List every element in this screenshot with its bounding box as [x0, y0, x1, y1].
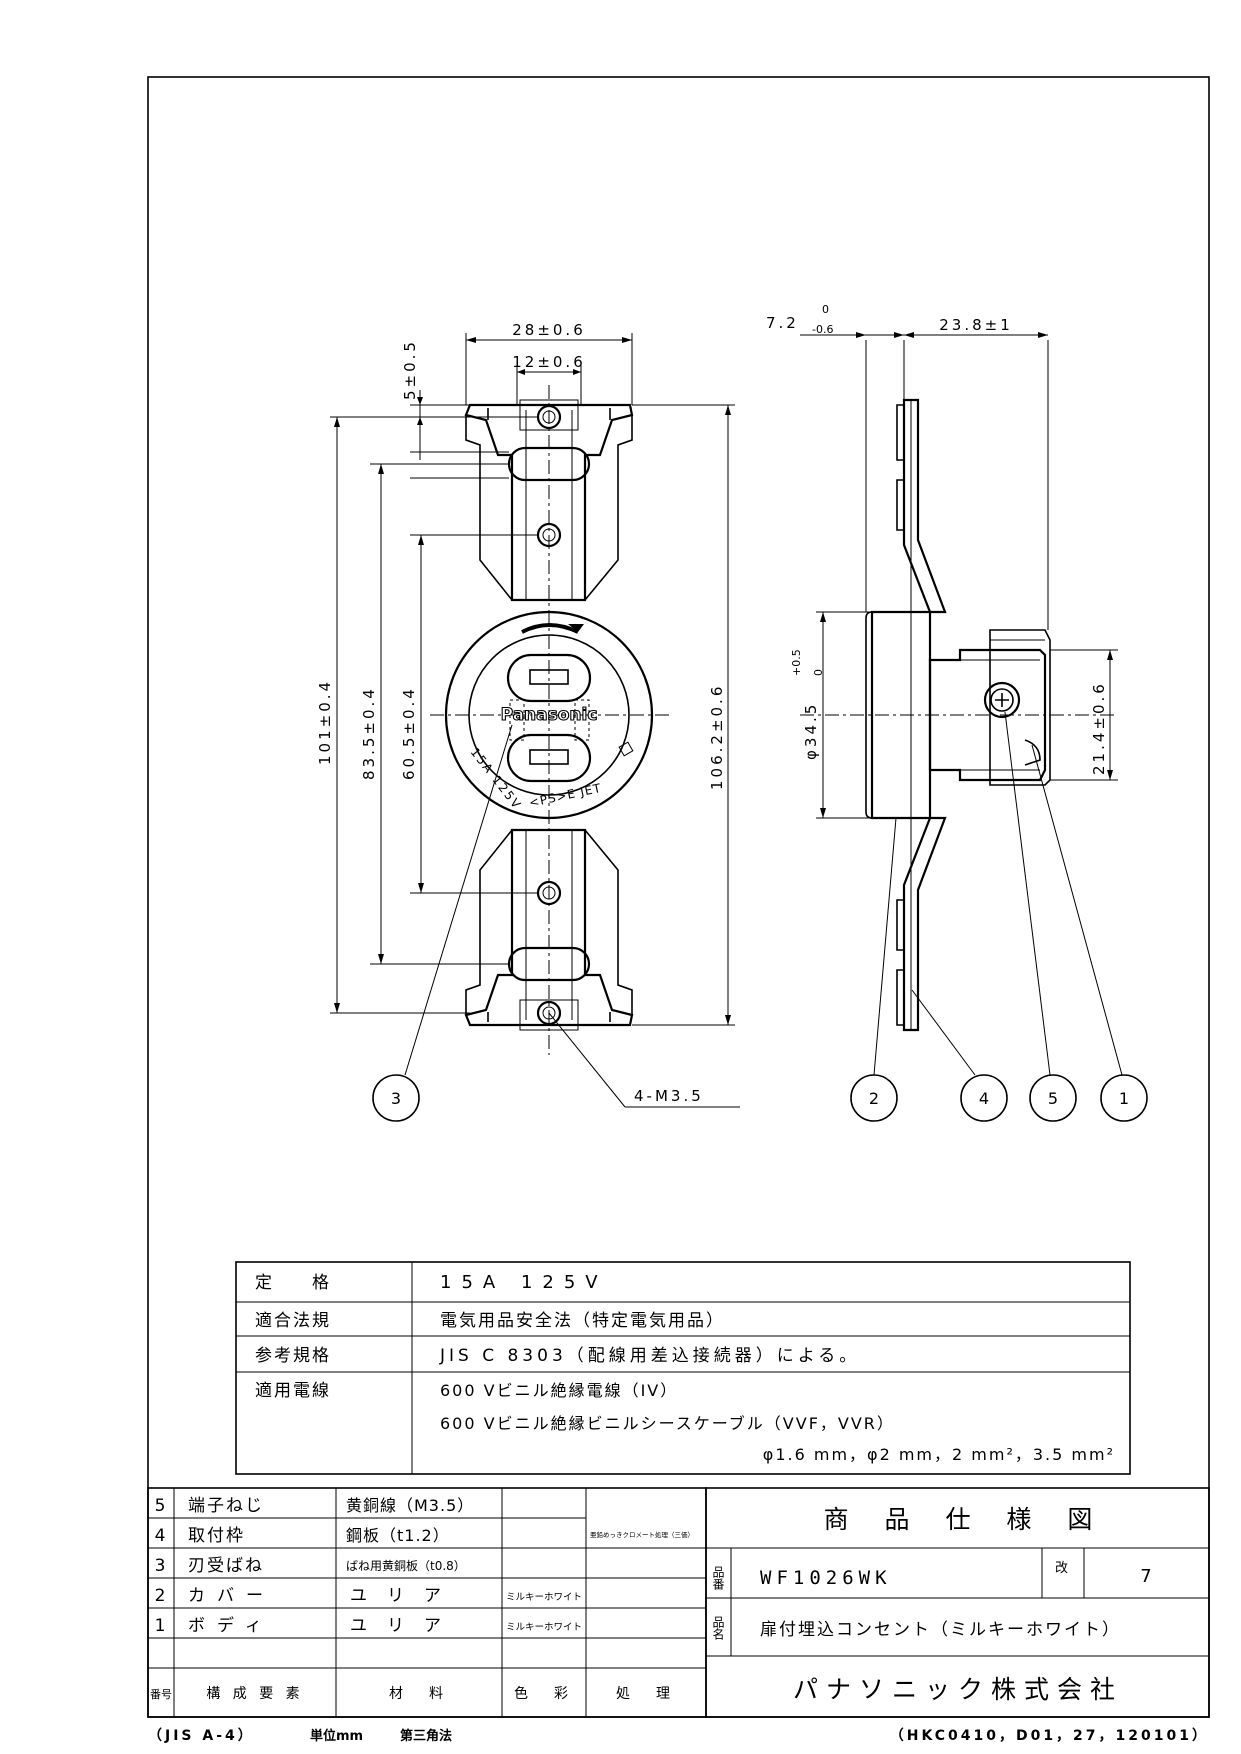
side-view: [800, 398, 1115, 1032]
dim-front-overall-height: 106.2±0.6: [708, 684, 726, 790]
footer-paper: （JIS A-4）: [148, 1728, 255, 1744]
spec-value-law: 電気用品安全法（特定電気用品）: [440, 1311, 725, 1331]
front-dimensions: 28±0.6 12±0.6 5±0.5 101±0.4 83.5±0.4: [316, 321, 740, 1108]
callout-3-circle: [372, 1074, 420, 1122]
dim-side-terminal-height: 21.4±0.6: [1090, 681, 1108, 775]
part-4-component: 取付枠: [188, 1526, 245, 1546]
part-2-material: ユリア: [350, 1586, 461, 1606]
callout-4-circle: [960, 1074, 1008, 1122]
dim-side-diameter-base: φ34.5: [802, 702, 820, 760]
spec-label-standard: 参考規格: [255, 1346, 331, 1366]
footer-projection: 第三角法: [400, 1728, 452, 1744]
company-name: パナソニック株式会社: [793, 1675, 1123, 1704]
spec-table: 定 格 15A 125V 適合法規 電気用品安全法（特定電気用品） 参考規格 J…: [235, 1261, 1131, 1475]
dim-front-inner-width: 12±0.6: [512, 353, 586, 371]
part-1-color: ミルキーホワイト: [506, 1622, 582, 1633]
dim-side-diameter-upper: +0.5: [790, 649, 803, 676]
part-2-component: カバー: [188, 1586, 275, 1606]
part-2-color: ミルキーホワイト: [506, 1592, 582, 1603]
spec-value-rating: 15A 125V: [440, 1272, 608, 1293]
parts-header-material: 材 料: [389, 1686, 449, 1702]
title-text: 商 品 仕 様 図: [824, 1505, 1107, 1534]
part-5-no: 5: [155, 1496, 168, 1516]
screw-label: 4-M3.5: [634, 1087, 704, 1105]
part-2-no: 2: [155, 1586, 168, 1606]
dim-side-diameter-lower: 0: [812, 669, 825, 676]
front-view: Panasonic 15A 125V <PS>E JET: [430, 385, 670, 1055]
dim-front-top-offset: 5±0.5: [401, 339, 419, 400]
parts-header-color: 色 彩: [514, 1685, 574, 1702]
dim-front-width: 28±0.6: [512, 321, 586, 339]
callout-3: 3: [391, 1089, 401, 1108]
face-ps-mark: <PS>E JET: [528, 781, 603, 810]
part-4-finish: 亜鉛めっきクロメート処理（三価）: [590, 1530, 694, 1539]
part-5-component: 端子ねじ: [188, 1496, 264, 1516]
spec-value-wire-2: 600 Vビニル絶縁ビニルシースケーブル（VVF，VVR）: [440, 1414, 895, 1433]
callout-4: 4: [979, 1089, 989, 1108]
part-no-label: 品番: [711, 1566, 725, 1591]
spec-label-wire: 適用電線: [255, 1381, 331, 1401]
part-1-component: ボディ: [188, 1615, 274, 1636]
spec-label-law: 適合法規: [255, 1311, 331, 1331]
part-3-component: 刃受ばね: [188, 1556, 264, 1576]
spec-label-rating: 定 格: [255, 1273, 331, 1293]
spec-value-wire-3: φ1.6 mm，φ2 mm，2 mm²，3.5 mm²: [763, 1445, 1115, 1464]
dim-front-slot-pitch: 83.5±0.4: [360, 686, 378, 780]
callout-1: 1: [1119, 1089, 1129, 1108]
name-label: 品名: [711, 1616, 725, 1640]
callout-5-circle: [1029, 1074, 1077, 1122]
part-4-material: 鋼板（t1.2）: [346, 1526, 450, 1545]
spec-value-wire-1: 600 Vビニル絶縁電線（IV）: [440, 1381, 678, 1400]
side-dimensions: 7.2 0 -0.6 23.8±1 φ34.5 +0.5 0 21.4±0.6: [766, 303, 1118, 819]
parts-header-finish: 処 理: [616, 1686, 676, 1702]
part-no: WF1026WK: [760, 1567, 892, 1589]
dim-side-depth-total: 23.8±1: [939, 316, 1013, 334]
title-block: 商 品 仕 様 図 品番 WF1026WK 改 7 品名 扉付埋込コンセント（ミ…: [705, 1487, 1210, 1718]
callout-2-circle: [850, 1074, 898, 1122]
dim-front-total-height: 101±0.4: [316, 679, 334, 765]
footer-unit: 単位mm: [310, 1728, 363, 1744]
callouts: 3 2 4 5 1: [372, 711, 1148, 1122]
callout-2: 2: [869, 1089, 879, 1108]
dim-side-depth-lower: -0.6: [812, 323, 833, 336]
sheet-border: [147, 76, 1210, 1718]
callout-1-circle: [1100, 1074, 1148, 1122]
part-5-material: 黄銅線（M3.5）: [346, 1496, 474, 1515]
dim-side-depth-upper: 0: [822, 303, 829, 316]
dim-side-depth-base: 7.2: [766, 314, 799, 332]
revision-label: 改: [1055, 1561, 1068, 1576]
part-1-material: ユリア: [350, 1616, 461, 1636]
parts-table: 5 端子ねじ 黄銅線（M3.5） 4 取付枠 鋼板（t1.2） 亜鉛めっきクロメ…: [147, 1487, 707, 1718]
footer: （JIS A-4） 単位mm 第三角法 （HKC0410，D01，27，1201…: [148, 1728, 1209, 1744]
part-3-material: ばね用黄銅板（t0.8）: [346, 1559, 466, 1573]
footer-doc-code: （HKC0410，D01，27，120101）: [890, 1728, 1209, 1744]
face-brand: Panasonic: [501, 705, 598, 725]
revision: 7: [1140, 1566, 1151, 1587]
part-3-no: 3: [155, 1556, 168, 1576]
spec-value-standard: JIS C 8303（配線用差込接続器）による。: [439, 1346, 860, 1366]
parts-header-component: 構 成 要 素: [206, 1686, 303, 1702]
callout-5: 5: [1048, 1089, 1058, 1108]
dim-front-hole-pitch: 60.5±0.4: [400, 686, 418, 780]
parts-header-no: 番号: [150, 1688, 172, 1701]
part-1-no: 1: [155, 1616, 168, 1636]
product-name: 扉付埋込コンセント（ミルキーホワイト）: [760, 1620, 1121, 1640]
part-4-no: 4: [155, 1526, 168, 1546]
